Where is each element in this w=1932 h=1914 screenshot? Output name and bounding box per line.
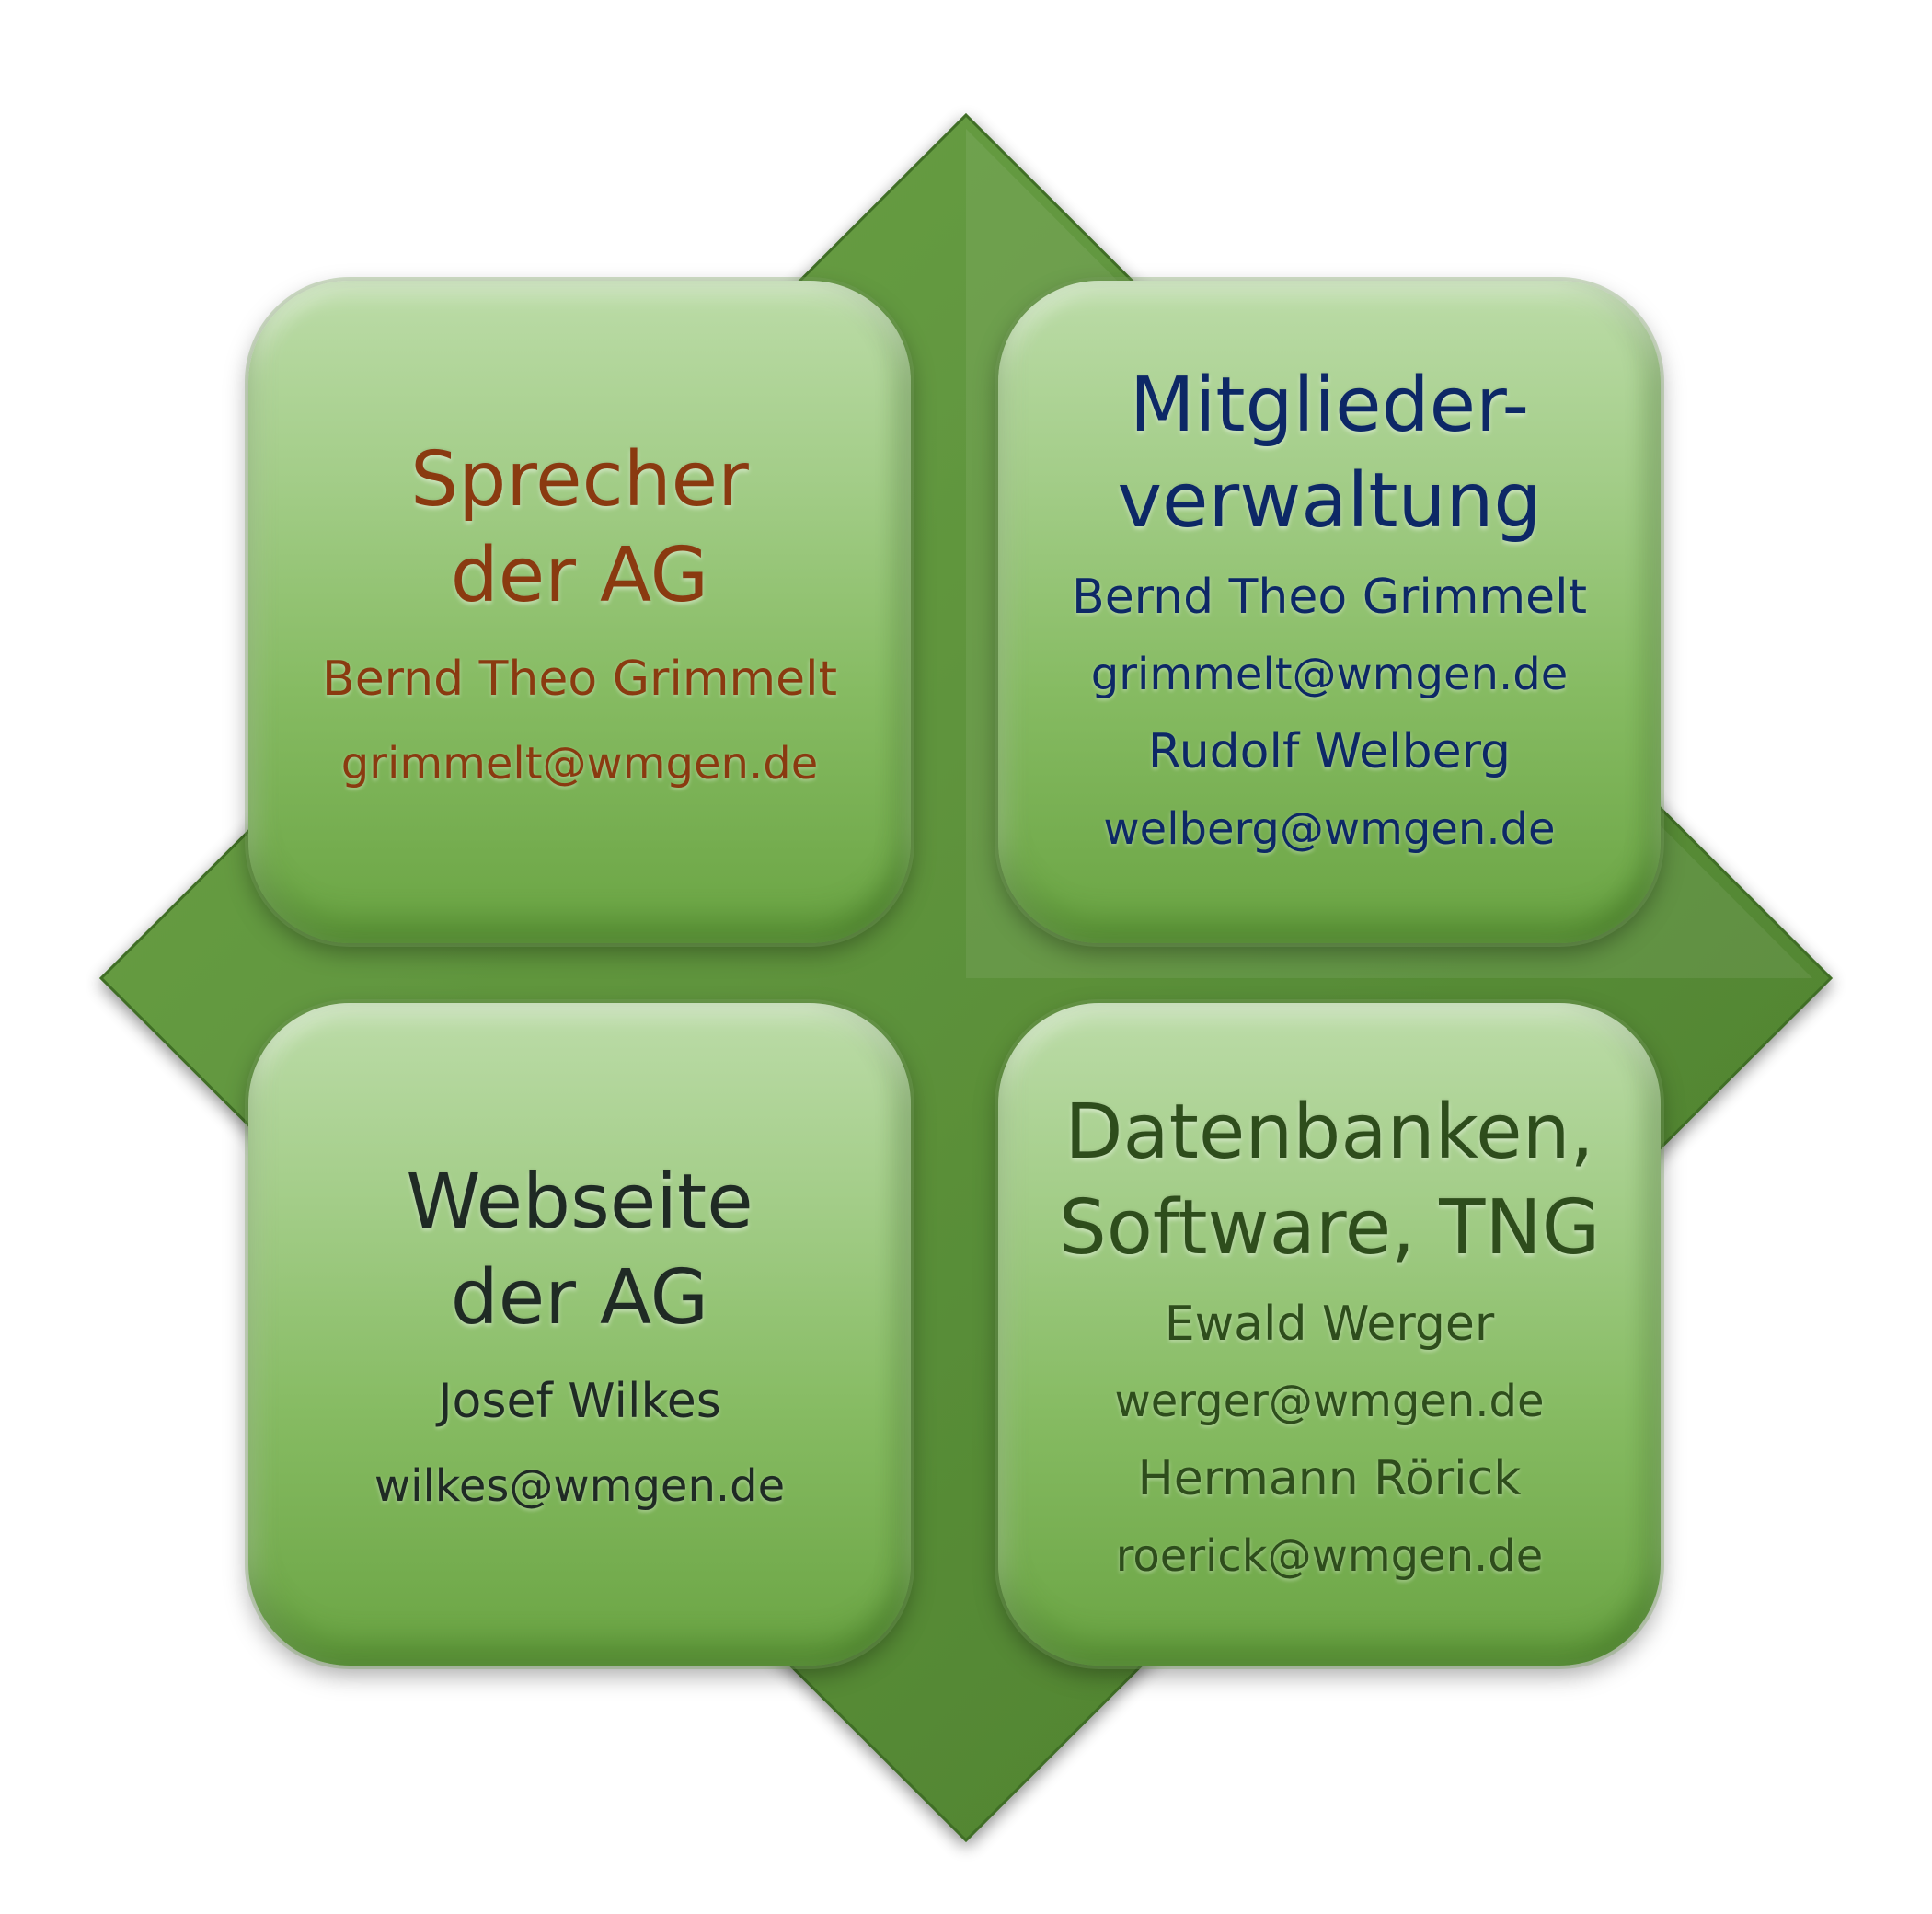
tile-members: Mitglieder- verwaltung Bernd Theo Grimme…	[998, 281, 1661, 943]
tile-website: Webseite der AG Josef Wilkes wilkes@wmge…	[248, 1003, 911, 1666]
heading-line: der AG	[450, 1254, 709, 1342]
person-name: Rudolf Welberg	[1147, 724, 1512, 779]
person-email: roerick@wmgen.de	[1115, 1530, 1544, 1582]
heading-line: Sprecher	[410, 436, 749, 524]
heading-line: Datenbanken,	[1064, 1089, 1594, 1176]
heading-line: Mitglieder-	[1129, 362, 1530, 449]
person-email: wilkes@wmgen.de	[374, 1460, 786, 1512]
heading-line: der AG	[450, 532, 709, 619]
person-name: Josef Wilkes	[438, 1374, 721, 1429]
heading-line: verwaltung	[1117, 457, 1542, 545]
person-email: werger@wmgen.de	[1114, 1376, 1545, 1427]
tile-members-heading: Mitglieder- verwaltung	[1118, 358, 1542, 549]
person-name: Bernd Theo Grimmelt	[1072, 570, 1587, 625]
tile-website-heading: Webseite der AG	[406, 1155, 753, 1346]
person-name: Ewald Werger	[1164, 1297, 1495, 1352]
heading-line: Webseite	[406, 1159, 753, 1246]
person-email: welberg@wmgen.de	[1103, 803, 1556, 855]
tile-speaker-heading: Sprecher der AG	[410, 432, 749, 624]
person-email: grimmelt@wmgen.de	[340, 738, 819, 790]
tile-databases: Datenbanken, Software, TNG Ewald Werger …	[998, 1003, 1661, 1666]
tile-databases-heading: Datenbanken, Software, TNG	[1059, 1085, 1601, 1276]
person-name: Hermann Rörick	[1137, 1451, 1522, 1506]
tile-speaker: Sprecher der AG Bernd Theo Grimmelt grim…	[248, 281, 911, 943]
heading-line: Software, TNG	[1058, 1184, 1601, 1272]
person-name: Bernd Theo Grimmelt	[322, 651, 837, 707]
person-email: grimmelt@wmgen.de	[1090, 649, 1569, 700]
